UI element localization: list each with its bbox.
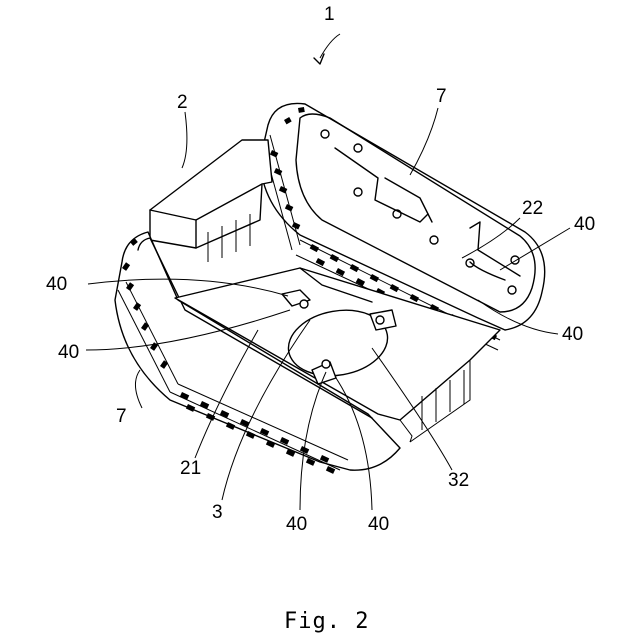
label-7-right: 7 (436, 86, 447, 107)
label-40-bottom-right: 40 (368, 514, 389, 535)
main-reference-arrow (314, 34, 340, 64)
label-40-bottom-left: 40 (286, 514, 307, 535)
label-22: 22 (522, 198, 543, 219)
label-3: 3 (212, 502, 223, 523)
label-40-left-upper: 40 (46, 274, 67, 295)
label-40-right: 40 (562, 324, 583, 345)
label-40-left-lower: 40 (58, 342, 79, 363)
label-40-upper-right: 40 (574, 214, 595, 235)
label-21: 21 (180, 458, 201, 479)
label-32: 32 (448, 470, 469, 491)
label-7-left: 7 (116, 406, 127, 427)
figure-caption: Fig. 2 (284, 609, 369, 634)
label-1: 1 (324, 4, 335, 25)
label-2: 2 (177, 92, 188, 113)
upper-frame (150, 140, 272, 262)
